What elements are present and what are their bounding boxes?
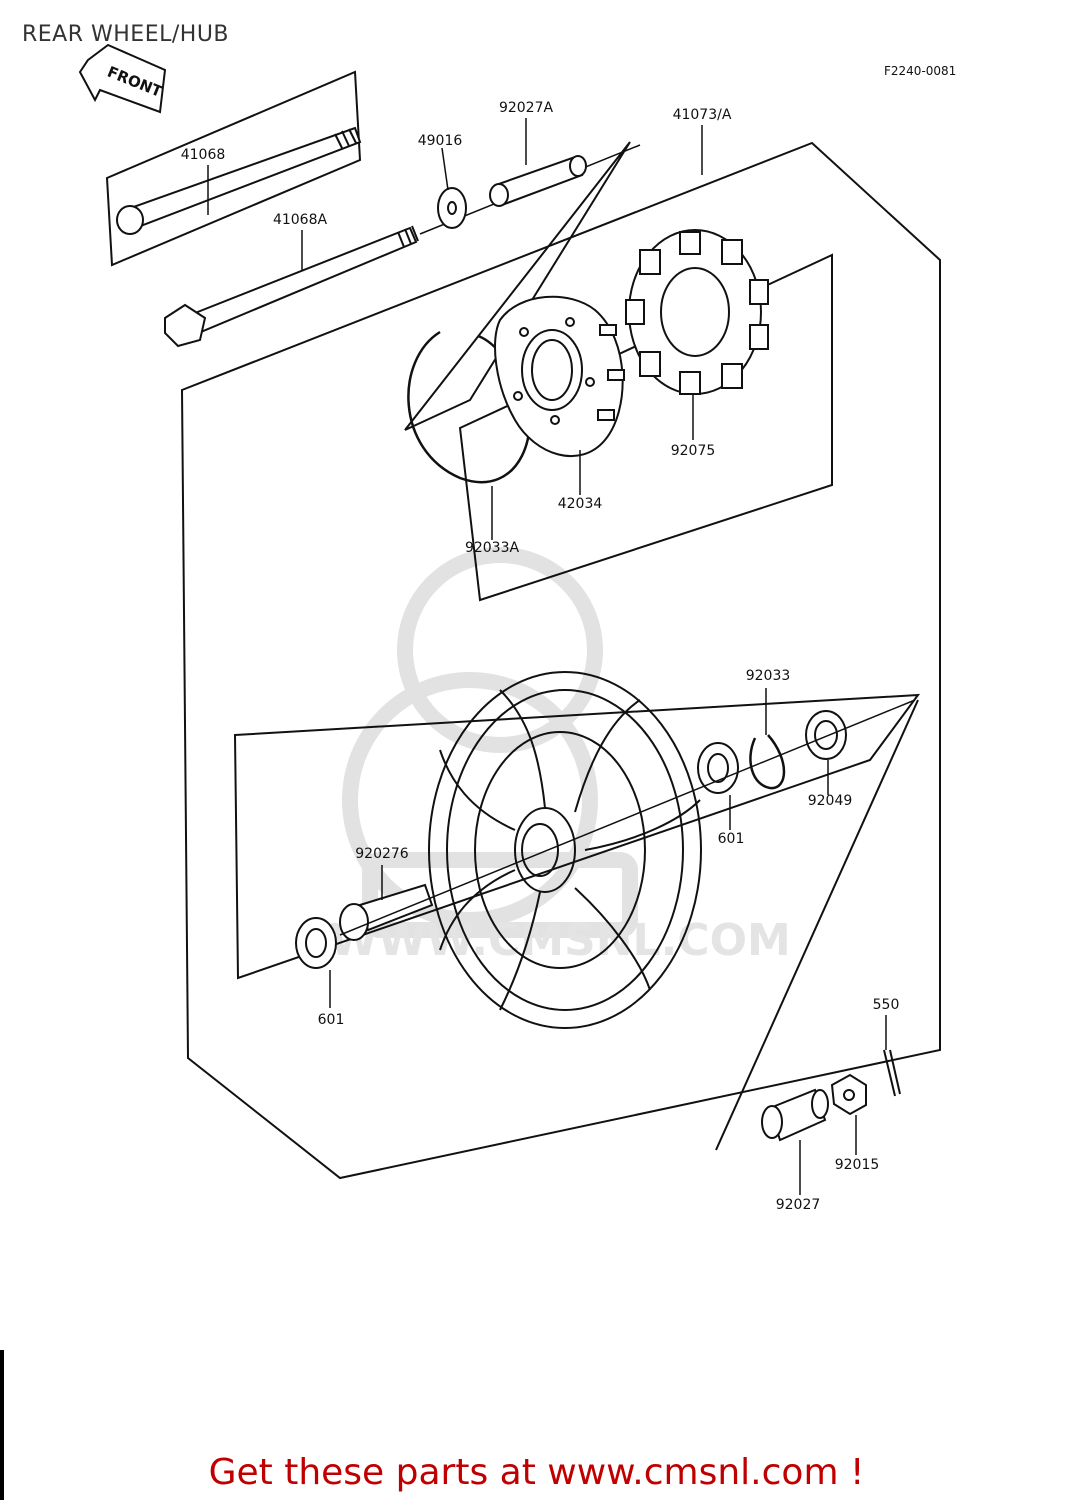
watermark-logo — [342, 547, 638, 938]
part-label-550[interactable]: 550 — [872, 997, 900, 1013]
circlip-92033 — [749, 734, 786, 790]
part-label-41073a[interactable]: 41073/A — [672, 107, 732, 123]
washer-49016 — [437, 187, 467, 229]
wheel-centerline — [339, 699, 916, 936]
part-label-92027b[interactable]: 920276 — [355, 846, 409, 862]
damper-92075 — [625, 229, 769, 395]
part-label-601-right[interactable]: 601 — [717, 831, 745, 847]
part-label-41068[interactable]: 41068 — [180, 147, 226, 163]
part-label-92027a[interactable]: 92027A — [498, 100, 554, 116]
part-label-92015[interactable]: 92015 — [834, 1157, 880, 1173]
part-label-601-left[interactable]: 601 — [317, 1012, 345, 1028]
part-label-49016[interactable]: 49016 — [417, 133, 463, 149]
collar-92027a — [489, 155, 587, 207]
cotter-pin-550 — [883, 1049, 901, 1097]
part-label-92027[interactable]: 92027 — [775, 1197, 821, 1213]
part-label-92033[interactable]: 92033 — [745, 668, 791, 684]
bearing-601-left — [295, 917, 337, 969]
front-arrow-icon: FRONT — [78, 43, 167, 114]
oil-seal-92049 — [805, 710, 847, 760]
part-label-41068a[interactable]: 41068A — [272, 212, 328, 228]
part-label-42034[interactable]: 42034 — [557, 496, 603, 512]
watermark-text: WWW.CMSNL.COM — [329, 915, 791, 966]
part-label-92075[interactable]: 92075 — [670, 443, 716, 459]
leader-lines — [207, 118, 887, 1195]
hub-42034 — [494, 295, 625, 457]
axle-41068 — [116, 126, 362, 235]
nut-92015 — [830, 1073, 867, 1116]
left-edge-bar — [0, 1350, 4, 1500]
footer-link[interactable]: Get these parts at www.cmsnl.com ! — [208, 1452, 865, 1493]
collar-92027 — [761, 1088, 829, 1142]
part-label-92033a[interactable]: 92033A — [464, 540, 520, 556]
diagram-reference: F2240-0081 — [884, 64, 957, 78]
bearing-601-right — [697, 742, 739, 794]
part-label-92049[interactable]: 92049 — [807, 793, 853, 809]
axle-41068a — [164, 225, 419, 348]
page-title: REAR WHEEL/HUB — [22, 22, 230, 47]
wheel-rim — [428, 671, 702, 1029]
frame-lines — [105, 70, 941, 1180]
